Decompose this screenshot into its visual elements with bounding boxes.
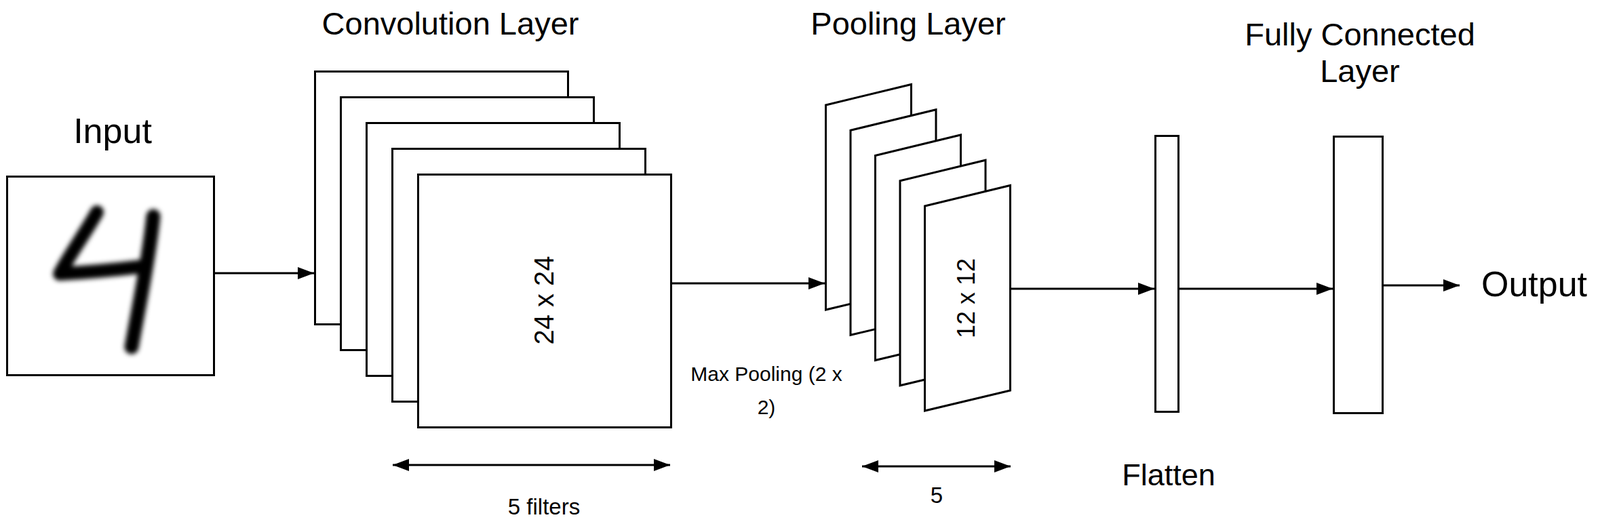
layer-heading: Flatten [1121,457,1216,494]
dimension-text: 12 x 12 [952,258,981,339]
flow-arrow [1179,288,1333,291]
layer-heading: Fully Connected Layer [1231,16,1489,90]
flow-arrow [1010,288,1155,291]
flow-arrow [672,282,825,285]
dimension-label: 5 [930,482,943,509]
convolution-stack: Convolution Layer24 x 24 [314,70,673,429]
input-box: Input [6,175,216,377]
layer-heading: Convolution Layer [322,5,580,43]
layer-heading: Pooling Layer [810,5,1006,43]
dimension-arrow [862,465,1011,468]
fully-connected-bar: Fully Connected Layer [1332,135,1384,415]
flatten-bar: Flatten [1154,134,1180,414]
digit-stroke [59,212,144,275]
pooling-stack: Pooling Layer12 x 12 [824,83,1011,414]
dimension-text: 24 x 24 [528,255,560,345]
digit-stroke [131,216,154,348]
pooled-map-stack [824,83,1011,414]
output-arrow [1383,284,1460,287]
feature-map-stack [314,70,673,429]
handwritten-digit [59,212,154,348]
output-label: Output [1481,264,1588,306]
dimension-arrow [392,464,671,467]
feature-map [418,174,672,428]
layer-heading: Input [73,111,152,152]
operation-label: Max Pooling (2 x 2) [688,357,845,424]
pooled-map [925,185,1011,412]
dimension-label: 5 filters [508,494,580,521]
flow-arrow [215,272,315,275]
